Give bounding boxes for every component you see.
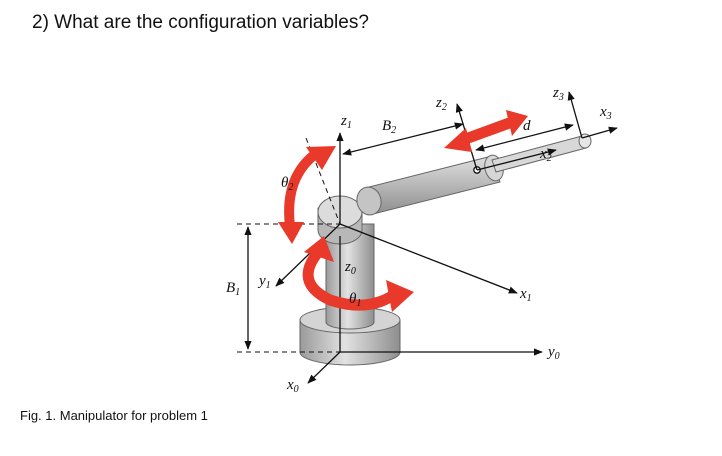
y1-axis	[275, 223, 341, 287]
z1-dashed-extension	[305, 137, 341, 225]
label-z3: z3	[552, 85, 564, 103]
label-x0: x0	[286, 377, 299, 395]
label-x1: x1	[519, 286, 532, 304]
label-y0: y0	[546, 344, 560, 362]
label-b2: B2	[382, 118, 396, 136]
label-z0: z0	[344, 259, 356, 277]
x0-axis	[307, 351, 341, 384]
arm-link	[356, 154, 504, 216]
label-theta2: θ2	[281, 175, 293, 193]
label-x2: x2	[539, 146, 552, 164]
label-d: d	[523, 118, 531, 134]
x3-axis	[581, 126, 618, 139]
x2-axis	[476, 148, 557, 171]
figure-caption: Fig. 1. Manipulator for problem 1	[20, 408, 208, 423]
question-text: 2) What are the configuration variables?	[32, 12, 369, 33]
label-theta1: θ1	[349, 291, 361, 309]
d-translation-arrow	[444, 110, 528, 152]
label-b1: B1	[226, 280, 240, 298]
theta1-rotation-arrow	[302, 236, 414, 312]
label-z1: z1	[340, 113, 352, 131]
label-x3: x3	[599, 104, 612, 122]
d-dimension-arrow	[475, 123, 574, 152]
x1-axis	[339, 223, 518, 294]
z3-axis	[567, 91, 583, 139]
b2-dimension-arrow	[342, 122, 464, 156]
theta2-rotation-arrow	[278, 146, 336, 244]
label-z2: z2	[435, 95, 447, 113]
label-y1: y1	[257, 273, 271, 291]
